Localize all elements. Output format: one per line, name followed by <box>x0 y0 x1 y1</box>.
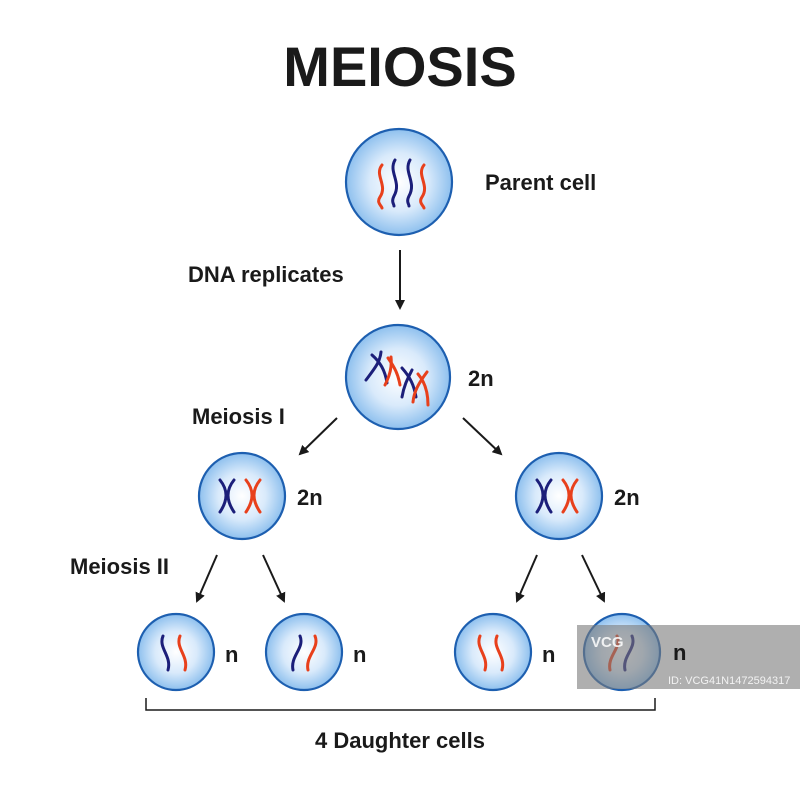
watermark: VCG ID: VCG41N1472594317 <box>577 625 800 689</box>
daughter-cell-2 <box>264 612 344 692</box>
page-title: MEIOSIS <box>283 35 516 98</box>
ploidy-label: 2n <box>297 485 323 510</box>
ploidy-label: n <box>225 642 238 667</box>
meiosis-1-cell-left <box>197 451 287 541</box>
parent-cell <box>344 127 454 237</box>
dna-replicates-label: DNA replicates <box>188 262 344 287</box>
arrow <box>262 554 286 603</box>
watermark-logo: VCG <box>591 634 624 651</box>
arrow <box>515 554 538 603</box>
arrow <box>581 554 606 603</box>
arrow-left <box>298 417 338 456</box>
meiosis-1-label: Meiosis I <box>192 404 285 429</box>
watermark-band <box>577 625 800 689</box>
ploidy-label: n <box>353 642 366 667</box>
daughter-cell-1 <box>136 612 216 692</box>
meiosis-1-cell-right <box>514 451 604 541</box>
arrow <box>195 554 218 603</box>
arrow-right <box>462 417 503 456</box>
ploidy-label: n <box>542 642 555 667</box>
ploidy-label: 2n <box>468 366 494 391</box>
parent-cell-label: Parent cell <box>485 170 596 195</box>
bracket <box>145 698 656 711</box>
daughter-cell-3 <box>453 612 533 692</box>
daughter-cells-label: 4 Daughter cells <box>315 728 485 753</box>
meiosis-2-label: Meiosis II <box>70 554 169 579</box>
ploidy-label: 2n <box>614 485 640 510</box>
replicated-cell <box>344 323 452 431</box>
watermark-id: ID: VCG41N1472594317 <box>668 675 790 687</box>
ploidy-label: n <box>673 640 686 665</box>
